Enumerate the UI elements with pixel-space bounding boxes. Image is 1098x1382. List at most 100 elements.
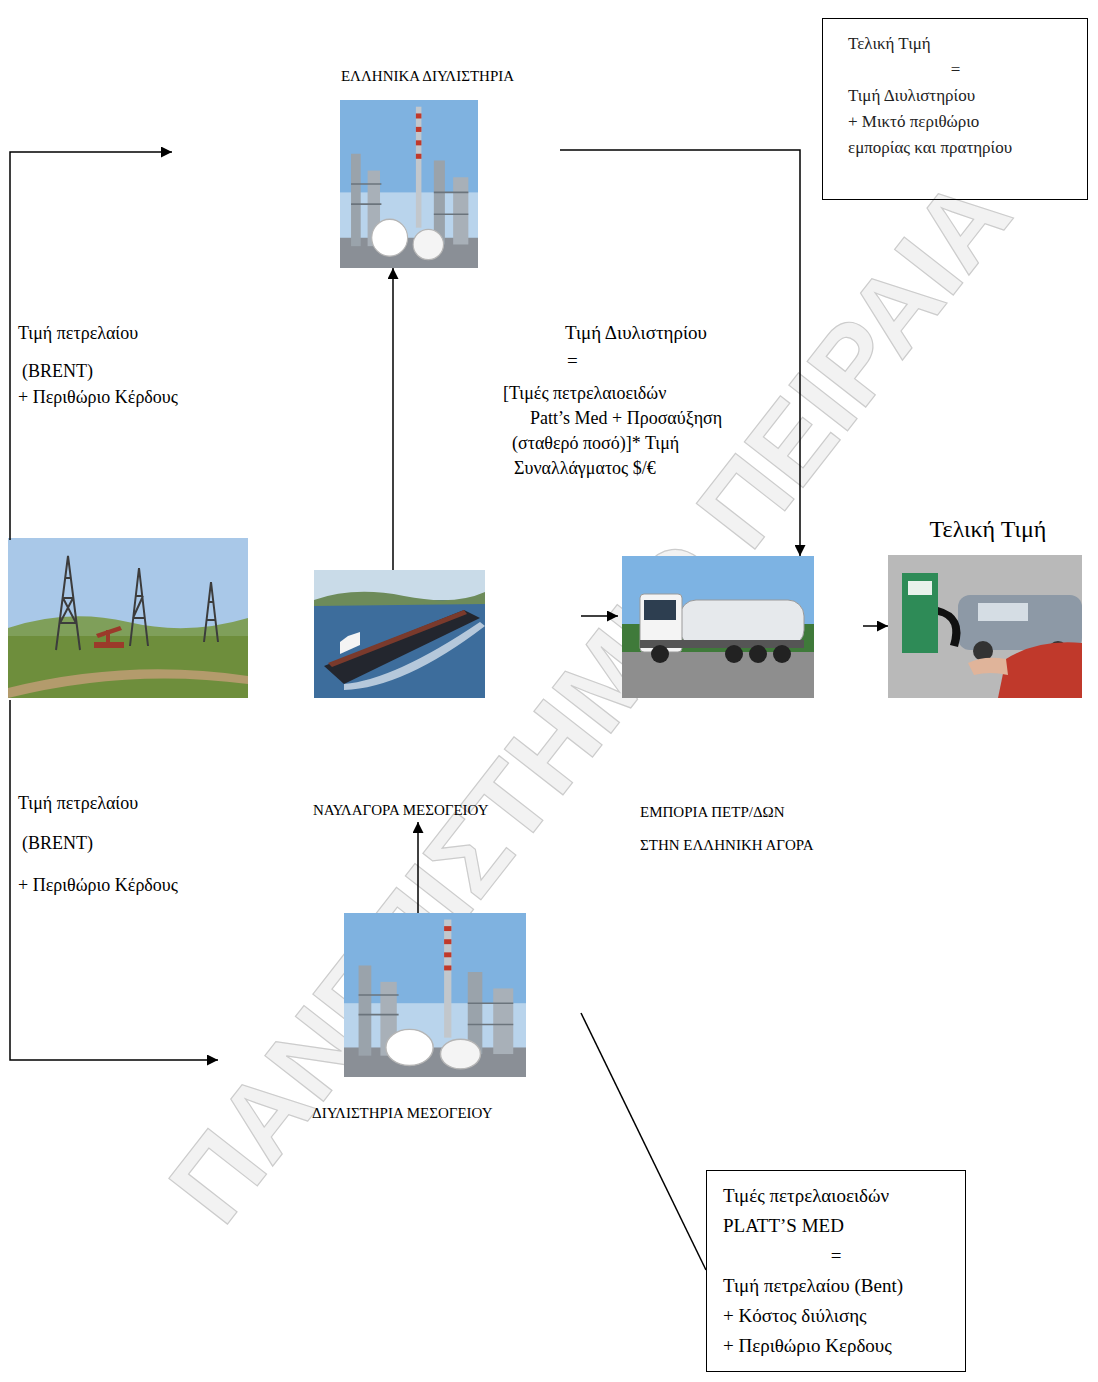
tanker-picture-part (314, 570, 485, 698)
oil-field-picture-part (56, 556, 80, 650)
formula-note: Τιμή πετρελαίου (18, 322, 138, 345)
flow-arrow (417, 822, 419, 913)
tanker-picture-part (344, 622, 485, 690)
supply-line (10, 152, 172, 540)
refinery-picture-part (444, 926, 451, 931)
refinery-picture-part (416, 154, 422, 159)
node-heading: Τιμές πετρελαιοειδών PLATT’S MED (723, 1181, 949, 1241)
formula-note: + Περιθώριο Κέρδους (18, 386, 178, 409)
oil-field-picture-part (8, 669, 248, 698)
refinery-picture-part (344, 913, 526, 1077)
supply-line (10, 700, 218, 1060)
refinery-picture-part (493, 988, 513, 1054)
formula-note: = (567, 348, 578, 373)
refinery-picture-part (386, 1029, 433, 1065)
node-text: ΣΤΗΝ ΕΛΛΗΝΙΚΗ ΑΓΟΡΑ (640, 835, 863, 855)
node-heading: Τελική Τιμή (888, 514, 1088, 544)
tanker-truck-picture-part (651, 645, 669, 663)
refinery-node: ΔΙΥΛΙΣΤΗΡΙΑ ΜΕΣΟΓΕΙΟΥ (306, 913, 581, 1125)
refinery-picture-part (416, 107, 422, 228)
fuel-pump-picture-part (978, 603, 1028, 621)
node-heading: ΕΜΠΟΡΙΑ ΠΕΤΡ/ΔΩΝ (640, 802, 863, 822)
flow-arrow (581, 615, 618, 617)
node-heading: ΕΛΛΗΝΙΚΑ ΔΙΥΛΙΣΤΗΡΙΑ (295, 66, 560, 86)
fuel-pump-picture-part (968, 658, 1008, 675)
refinery-picture-part (416, 113, 422, 118)
refinery-picture-part (453, 177, 468, 244)
fuel-pump-picture-part (888, 555, 1082, 698)
oil-field-picture-part (56, 556, 218, 650)
fuel-pump-picture-part (908, 581, 932, 595)
refinery-picture-part (340, 100, 478, 268)
formula-note: + Περιθώριο Κέρδους (18, 874, 178, 897)
tanker-truck-picture-part (680, 600, 804, 646)
tanker-truck-picture-part (725, 645, 743, 663)
formula-note: Patt’s Med + Προσαύξηση (530, 407, 722, 430)
refinery-picture-part (444, 920, 451, 1038)
refinery-picture (340, 100, 478, 268)
flow-arrow (392, 268, 394, 570)
refinery-picture-part (359, 965, 372, 1055)
trade-node: ΕΜΠΟΡΙΑ ΠΕΤΡ/ΔΩΝ ΣΤΗΝ ΕΛΛΗΝΙΚΗ ΑΓΟΡΑ (618, 556, 863, 856)
formula-note: (σταθερό ποσό)]* Τιμή (512, 432, 679, 455)
tanker-truck-picture-part (644, 600, 676, 620)
formula-note: Συναλλάγματος $/€ (514, 457, 656, 480)
oil-field-picture-part (94, 626, 124, 648)
node-text: Τιμή πετρελαίου (Bent) (723, 1271, 949, 1301)
refinery-picture-part (444, 939, 451, 944)
flow-arrow (863, 625, 888, 627)
refinery-picture-part (444, 952, 451, 957)
formula-note: Τιμή Διυλιστηρίου (565, 320, 707, 345)
fuel-pump-picture (888, 555, 1082, 698)
node-text: + Μικτό περιθώριο εμπορίας και πρατηρίου (848, 109, 1016, 161)
tanker-truck-picture-part (749, 645, 767, 663)
fuel-pump-picture-part (998, 642, 1082, 698)
fuel-pump-picture-part (902, 573, 938, 653)
node-text: + Περιθώριο Κερδους (723, 1331, 949, 1361)
oil-field-picture-part (106, 630, 110, 644)
node-text: Τιμή Διυλιστηρίου (848, 83, 1077, 109)
node-heading: Τελική Τιμή (848, 31, 1077, 57)
oil-field-picture-part (204, 582, 218, 642)
formula-box: Τελική Τιμή=Τιμή Διυλιστηρίου+ Μικτό περ… (822, 18, 1088, 200)
tanker-picture-part (328, 610, 467, 667)
refinery-picture-part (351, 154, 361, 246)
refinery-picture-part (359, 995, 514, 1025)
refinery-node: ΕΛΛΗΝΙΚΑ ΔΙΥΛΙΣΤΗΡΙΑ (295, 66, 560, 268)
refinery-picture-part (372, 219, 408, 256)
fuel-pump-picture-part (938, 607, 961, 647)
oil-field-picture-part (8, 636, 248, 698)
refinery-picture-part (413, 229, 443, 259)
formula-box: Τιμές πετρελαιοειδών PLATT’S MED=Τιμή πε… (706, 1170, 966, 1372)
flow-arrow (560, 150, 800, 556)
refinery-picture-part (444, 965, 451, 970)
formula-note: [Τιμές πετρελαιοειδών (503, 382, 666, 405)
formula-note: (BRENT) (22, 832, 93, 855)
refinery-picture-part (351, 184, 468, 214)
refinery-picture-part (416, 127, 422, 132)
refinery-picture-part (416, 140, 422, 145)
formula-note: Τιμή πετρελαίου (18, 792, 138, 815)
leader-line (581, 1013, 706, 1270)
node-heading: ΝΑΥΛΑΓΟΡΑ ΜΕΣΟΓΕΙΟΥ (313, 800, 581, 820)
tanker-picture-part (314, 592, 485, 606)
fuel-pump-picture-part (958, 595, 1082, 650)
freight-market-node: ΝΑΥΛΑΓΟΡΑ ΜΕΣΟΓΕΙΟΥ (306, 570, 581, 822)
formula-note: (BRENT) (22, 360, 93, 383)
tanker-truck-picture (622, 556, 814, 698)
retail-price-node: Τελική Τιμή (888, 514, 1088, 700)
node-text: = (848, 57, 1063, 83)
watermark: ΠΑΝΕΠΙΣΤΗΜΙΟ ΠΕΙΡΑΙΑ (139, 150, 1042, 1250)
refinery-picture-part (440, 1039, 480, 1069)
oil-field-picture (8, 538, 248, 698)
refinery-picture (344, 913, 526, 1077)
tanker-picture-part (340, 632, 360, 654)
tanker-truck-picture-part (622, 556, 814, 698)
oil-field-picture-part (130, 568, 148, 646)
tanker-truck-picture-part (773, 645, 791, 663)
tanker-picture (314, 570, 485, 698)
node-text: = (723, 1241, 949, 1271)
node-heading: ΔΙΥΛΙΣΤΗΡΙΑ ΜΕΣΟΓΕΙΟΥ (312, 1103, 581, 1123)
